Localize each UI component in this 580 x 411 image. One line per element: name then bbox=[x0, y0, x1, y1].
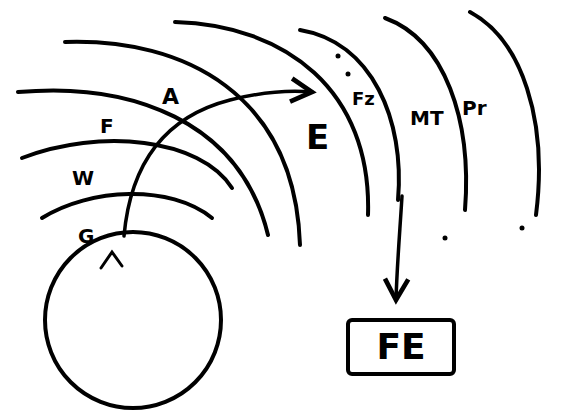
down-arrow bbox=[396, 196, 402, 300]
dot bbox=[346, 72, 351, 77]
layer-label: MT bbox=[410, 108, 444, 128]
layer-label: W bbox=[72, 168, 94, 188]
layer-label: A bbox=[162, 86, 179, 108]
layer-label: Pr bbox=[462, 98, 487, 118]
arrow-tick bbox=[101, 252, 122, 268]
layer-label: Fz bbox=[352, 90, 375, 108]
layer-label: E bbox=[306, 120, 329, 154]
layer-arc bbox=[385, 18, 466, 210]
process-box: FE bbox=[346, 318, 456, 376]
layer-arc bbox=[65, 42, 300, 245]
layer-arc bbox=[22, 141, 232, 188]
layer-label: F bbox=[100, 116, 114, 136]
layer-label: G bbox=[78, 226, 94, 246]
curved-arrow bbox=[124, 91, 312, 236]
dot bbox=[443, 236, 448, 241]
planet-circle bbox=[45, 232, 221, 408]
dot bbox=[520, 226, 525, 231]
dot bbox=[336, 54, 341, 59]
layer-arc bbox=[175, 22, 368, 215]
box-text: FE bbox=[376, 329, 425, 365]
layer-arc bbox=[300, 30, 399, 200]
